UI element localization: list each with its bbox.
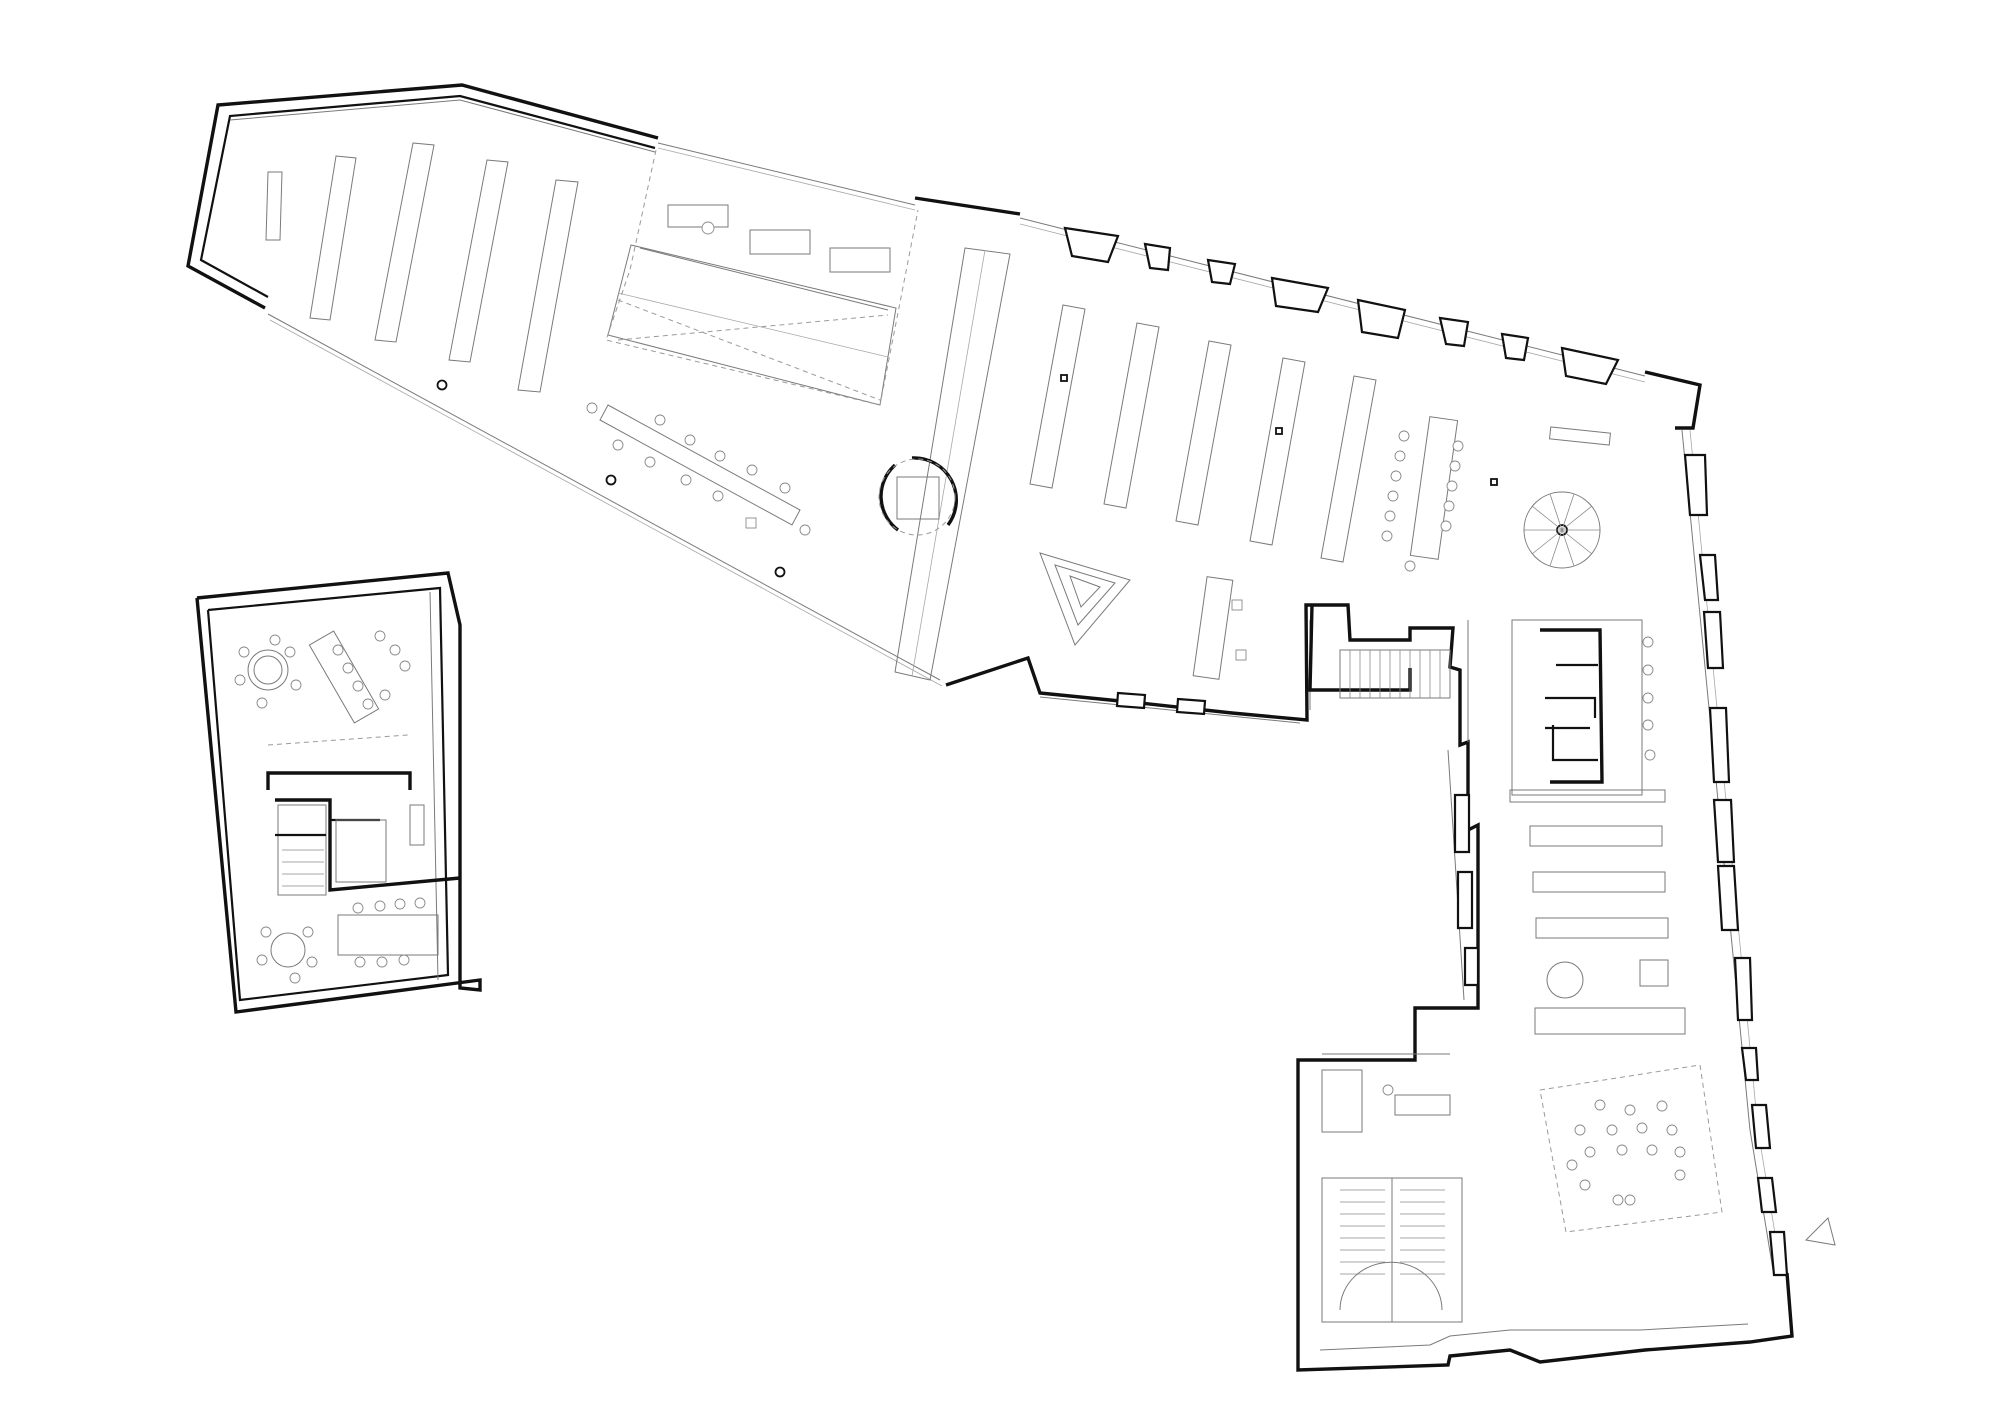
toilet-core [1509, 619, 1666, 803]
shelves-south [1529, 825, 1686, 1035]
reading-table-east [1381, 416, 1464, 572]
staircase-core [1321, 1069, 1463, 1323]
internal-stair [1308, 604, 1451, 699]
atrium-stair [607, 244, 897, 406]
spiral-stair [1523, 491, 1601, 569]
long-table-south [337, 897, 439, 968]
pavilion [195, 571, 482, 1014]
round-table-south [256, 926, 318, 984]
main-building [186, 83, 1836, 1372]
bridge-walkway [894, 247, 1011, 681]
north-arrow-icon [1804, 1217, 1836, 1246]
long-table-north [308, 630, 411, 724]
atrium-boundary [605, 149, 919, 406]
exterior-wall [186, 83, 1794, 1372]
cafe-tables [667, 204, 891, 273]
triangle-floor-mark [1039, 552, 1131, 646]
window-piers [1063, 226, 1789, 1277]
round-table-north [234, 634, 302, 709]
pavilion-core [266, 771, 461, 896]
columns [436, 374, 1498, 578]
study-desks [1192, 576, 1247, 680]
event-space [1539, 1064, 1723, 1233]
reading-table-west [586, 402, 811, 536]
round-lift [878, 456, 958, 536]
bookshelves-west [265, 142, 579, 393]
bookshelves-east [1029, 304, 1377, 563]
bench-east [1548, 426, 1612, 446]
pavilion-zone [267, 734, 409, 746]
